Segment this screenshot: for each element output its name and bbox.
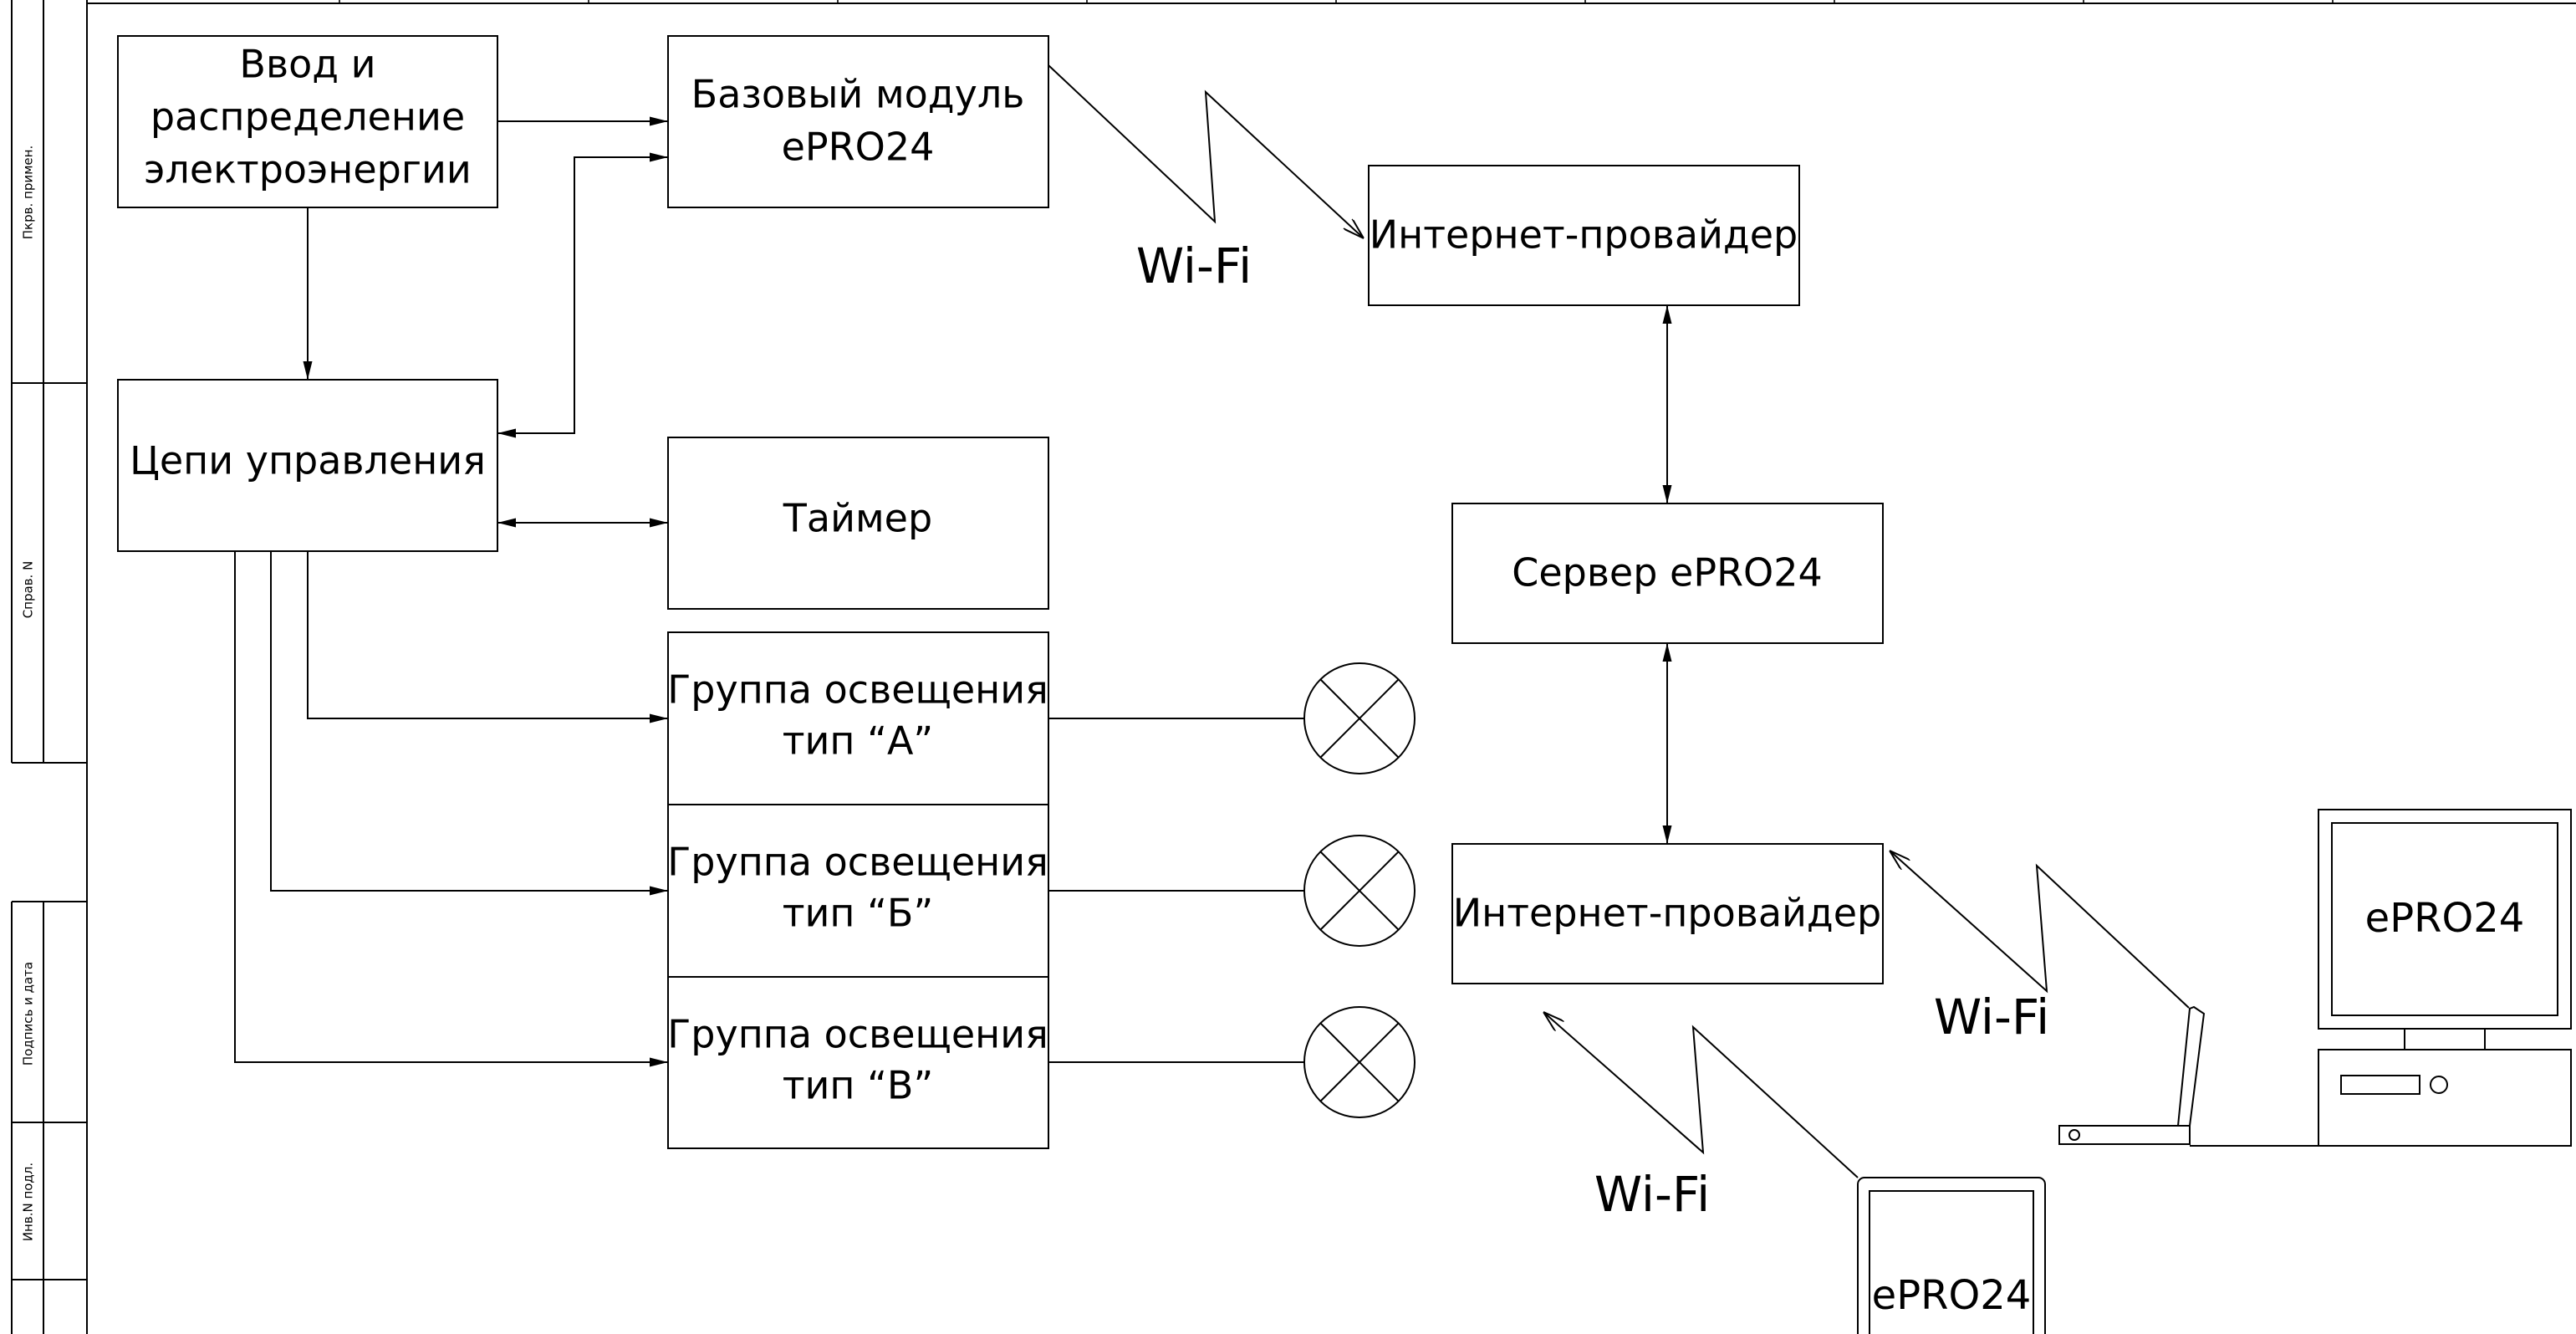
power-input-label-2: распределение	[150, 95, 465, 140]
power-input-label-1: Ввод и	[239, 42, 375, 87]
desktop-computer: ePRO24	[2318, 809, 2572, 1147]
wifi-label-top: Wi-Fi	[1136, 238, 1252, 294]
isp-top-block: Интернет-провайдер	[1368, 165, 1800, 306]
stamp-inv-n-podl: Инв.N подл.	[21, 1163, 36, 1241]
connections	[234, 116, 1672, 1067]
lamp-c	[1048, 1006, 1416, 1118]
arrow-control-to-group-a	[307, 551, 668, 723]
lighting-group-a-label-2: тип “А”	[783, 718, 934, 764]
lamp-a	[1048, 662, 1416, 774]
power-input-block: Ввод и распределение электроэнергии	[117, 35, 498, 208]
desktop-screen-label: ePRO24	[2365, 895, 2525, 942]
lighting-group-a-label-1: Группа освещения	[667, 667, 1048, 713]
base-module-block: Базовый модуль ePRO24	[667, 35, 1049, 208]
wifi-label-tablet: Wi-Fi	[1594, 1166, 1710, 1223]
stamp-perv-primen: Пкрв. примен.	[21, 146, 36, 239]
top-frame-ticks	[339, 0, 2334, 3]
wifi-link-base-to-isp: Wi-Fi	[1048, 64, 1364, 294]
wifi-label-router: Wi-Fi	[1934, 989, 2049, 1045]
timer-label: Таймер	[783, 496, 932, 541]
router-device	[2058, 1005, 2318, 1147]
arrow-control-to-group-b	[270, 551, 668, 896]
lighting-group-c-label-1: Группа освещения	[667, 1012, 1048, 1057]
drawing-frame: Пкрв. примен. Справ. N Подпись и дата Ин…	[11, 0, 2576, 1334]
isp-bottom-label: Интернет-провайдер	[1453, 891, 1881, 936]
arrow-base-control	[497, 152, 668, 438]
base-module-label-2: ePRO24	[782, 125, 935, 170]
isp-bottom-block: Интернет-провайдер	[1451, 843, 1884, 984]
lighting-group-b-block: Группа освещения тип “Б”	[667, 804, 1049, 978]
server-label: Сервер ePRO24	[1512, 550, 1823, 595]
isp-top-label: Интернет-провайдер	[1370, 212, 1798, 258]
lighting-group-b-label-1: Группа освещения	[667, 840, 1048, 885]
monitor-stand	[2404, 1028, 2486, 1050]
arrow-control-to-group-c	[234, 551, 668, 1067]
power-input-label-3: электроэнергии	[144, 147, 472, 192]
system-unit	[2318, 1049, 2572, 1147]
lighting-group-c-label-2: тип “В”	[783, 1063, 934, 1108]
disk-drive	[2340, 1075, 2420, 1095]
power-button	[2430, 1076, 2448, 1094]
wifi-link-tablet-to-isp: Wi-Fi	[1543, 1012, 1859, 1223]
stamp-podpis-data: Подпись и дата	[21, 962, 36, 1066]
control-circuits-block: Цепи управления	[117, 379, 498, 552]
control-circuits-label: Цепи управления	[130, 438, 486, 483]
timer-block: Таймер	[667, 437, 1049, 610]
server-block: Сервер ePRO24	[1451, 503, 1884, 644]
tablet-screen-label: ePRO24	[1872, 1272, 2032, 1319]
lamp-b	[1048, 835, 1416, 947]
lighting-group-c-block: Группа освещения тип “В”	[667, 976, 1049, 1149]
base-module-label-1: Базовый модуль	[691, 72, 1025, 117]
lighting-group-a-block: Группа освещения тип “А”	[667, 631, 1049, 805]
tablet-device: ePRO24	[1857, 1177, 2046, 1334]
tablet-screen	[1869, 1190, 2034, 1334]
lighting-group-b-label-2: тип “Б”	[783, 891, 934, 936]
stamp-sprav-n: Справ. N	[21, 561, 36, 619]
wifi-link-router-to-isp: Wi-Fi	[1890, 851, 2190, 1045]
monitor-screen	[2331, 822, 2558, 1016]
